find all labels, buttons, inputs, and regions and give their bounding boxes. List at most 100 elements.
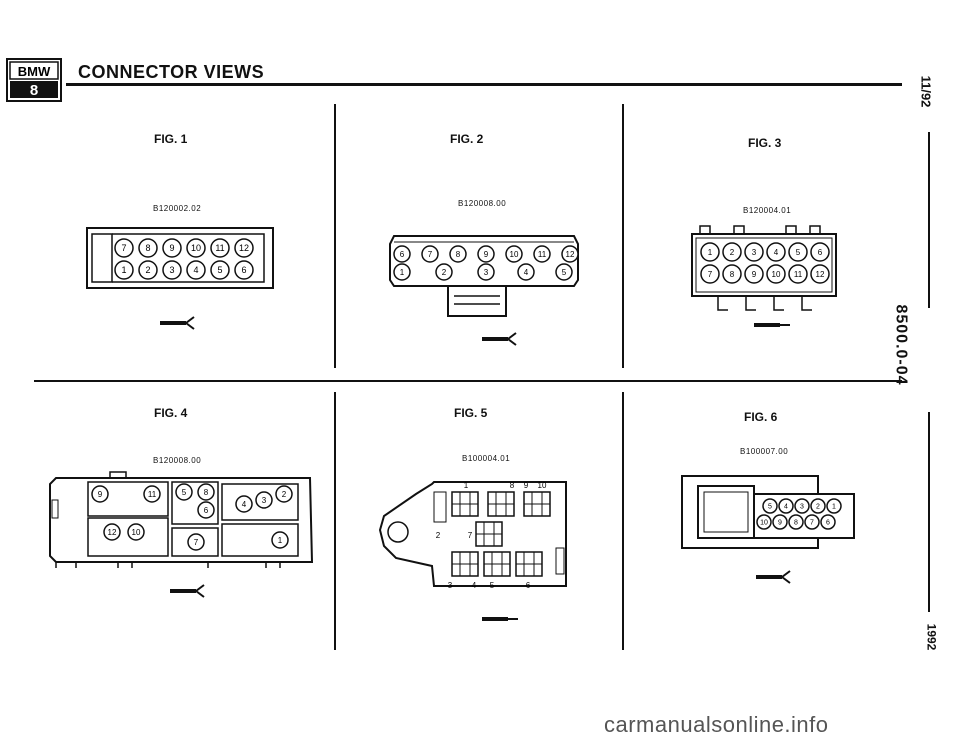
pin-label: 5 [182, 488, 187, 497]
pin-label: 11 [538, 250, 547, 259]
pin: 2 [275, 485, 293, 503]
pin: 12 [234, 238, 254, 258]
pin-label: 10 [132, 528, 141, 537]
pin: 7 [114, 238, 134, 258]
pin: 9 [91, 485, 109, 503]
terminal-contact [524, 492, 550, 516]
pin-label: 7 [708, 270, 713, 279]
pin: 1 [393, 263, 411, 281]
pin: 10 [127, 523, 145, 541]
terminal-label: 10 [538, 481, 547, 490]
pin-label: 6 [826, 520, 830, 527]
pin-label: 4 [242, 500, 247, 509]
fig-5-part-number: B100004.01 [462, 454, 511, 463]
pin-label: 1 [121, 265, 126, 275]
pin-label: 6 [400, 250, 405, 259]
pin: 10 [766, 264, 786, 284]
pin: 3 [255, 491, 273, 509]
pin-label: 4 [774, 248, 779, 257]
fig-4-key-symbol [170, 584, 205, 598]
pin: 9 [477, 245, 495, 263]
pin-label: 9 [484, 250, 489, 259]
pin-label: 7 [194, 538, 199, 547]
fig-3-part-number: B120004.01 [743, 206, 792, 215]
pin-label: 9 [169, 243, 174, 253]
logo-digit: 8 [30, 82, 38, 99]
terminal-label: 8 [510, 481, 515, 490]
terminal-label: 3 [448, 581, 453, 590]
fig-1-key-symbol [160, 316, 195, 330]
pin: 4 [778, 498, 794, 514]
pin: 3 [794, 498, 810, 514]
pin: 11 [210, 238, 230, 258]
pin-label: 11 [148, 490, 157, 499]
pin: 6 [393, 245, 411, 263]
fig-1-title: FIG. 1 [154, 132, 188, 146]
divider-v1-top [334, 104, 336, 368]
pin: 1 [114, 260, 134, 280]
pin-label: 7 [121, 243, 126, 253]
fig-5-title: FIG. 5 [454, 406, 488, 420]
fig-5-key-symbol [482, 617, 518, 621]
page-title: CONNECTOR VIEWS [78, 62, 265, 82]
pin: 9 [744, 264, 764, 284]
pin: 11 [143, 485, 161, 503]
pin-label: 8 [456, 250, 461, 259]
pin: 2 [435, 263, 453, 281]
pin-label: 8 [794, 520, 798, 527]
terminal-contact [488, 492, 514, 516]
pin: 11 [788, 264, 808, 284]
pin-label: 9 [778, 520, 782, 527]
side-rule-top [928, 132, 930, 308]
pin: 5 [555, 263, 573, 281]
pin-label: 8 [145, 243, 150, 253]
pin: 2 [810, 498, 826, 514]
fig-3-title: FIG. 3 [748, 136, 782, 150]
pin: 8 [722, 264, 742, 284]
pin: 6 [820, 514, 836, 530]
fig-6-key-symbol [756, 570, 791, 584]
fig-6-part-number: B100007.00 [740, 447, 789, 456]
pin: 5 [175, 483, 193, 501]
fig-3-key-symbol [754, 323, 790, 327]
pin: 4 [517, 263, 535, 281]
pin-label: 2 [730, 248, 735, 257]
terminal-contact [516, 552, 542, 576]
pin: 7 [421, 245, 439, 263]
pin-label: 8 [730, 270, 735, 279]
pin: 6 [810, 242, 830, 262]
pin-label: 1 [400, 268, 405, 277]
pin: 8 [788, 514, 804, 530]
pin-label: 1 [708, 248, 713, 257]
pin-label: 2 [816, 504, 820, 511]
pin-label: 10 [772, 270, 781, 279]
divider-v1-bottom [334, 392, 336, 650]
pin-label: 7 [428, 250, 433, 259]
pin-label: 6 [241, 265, 246, 275]
pin: 9 [162, 238, 182, 258]
pin: 10 [505, 245, 523, 263]
side-year: 1992 [924, 623, 939, 651]
pin-label: 9 [752, 270, 757, 279]
fig-4-title: FIG. 4 [154, 406, 188, 420]
divider-horizontal [34, 380, 902, 382]
pin: 3 [477, 263, 495, 281]
pin: 10 [186, 238, 206, 258]
pin-label: 12 [566, 250, 575, 259]
fig-2-part-number: B120008.00 [458, 199, 507, 208]
pin: 12 [561, 245, 579, 263]
pin-label: 6 [204, 506, 209, 515]
pin-label: 3 [262, 496, 267, 505]
terminal-label: 1 [464, 481, 469, 490]
terminal-contact [484, 552, 510, 576]
fig-2-title: FIG. 2 [450, 132, 484, 146]
pin: 11 [533, 245, 551, 263]
pin: 3 [162, 260, 182, 280]
terminal-contact [452, 552, 478, 576]
pin-label: 4 [524, 268, 529, 277]
